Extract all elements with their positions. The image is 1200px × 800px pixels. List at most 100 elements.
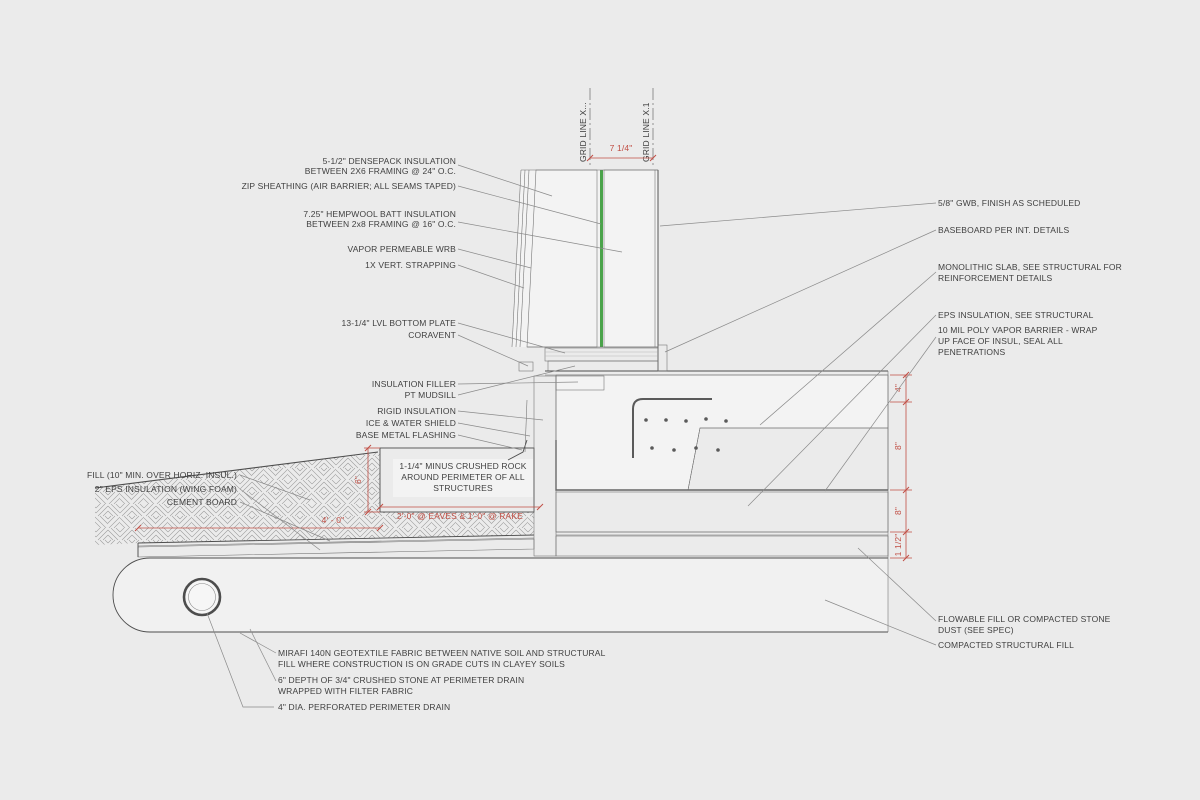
- crushed-rock-note-line2: AROUND PERIMETER OF ALL: [401, 472, 525, 482]
- wing-width-dim: 4' - 0": [322, 515, 345, 525]
- slab-rebar-bar: [632, 398, 712, 458]
- flowable-fill-layer: [555, 535, 889, 557]
- siding-face-line: [511, 169, 522, 348]
- dim-tick: [586, 154, 594, 162]
- pt-mudsill: [547, 360, 659, 372]
- label-zip-sheathing: ZIP SHEATHING (AIR BARRIER; ALL SEAMS TA…: [242, 181, 456, 191]
- leader-mirafi: [239, 632, 277, 654]
- label-vapor-line1: 10 MIL POLY VAPOR BARRIER - WRAP: [938, 325, 1098, 335]
- slab-underlay: [556, 375, 888, 490]
- dim-tick: [376, 503, 384, 511]
- leader-flowable: [857, 547, 937, 622]
- label-wing-eps: 2" EPS INSULATION (WING FOAM): [95, 484, 237, 494]
- baseboard-block: [657, 344, 668, 372]
- leader-eps: [747, 314, 937, 507]
- grade-line: [94, 451, 379, 489]
- base-layer-dim: 1 1/2": [893, 534, 903, 557]
- strapping-line: [515, 169, 526, 348]
- stone-band-underlay: [113, 558, 888, 632]
- right-dim-ticks: [902, 371, 910, 562]
- zip-sheathing-green-line: [600, 170, 603, 347]
- leader-flashing: [457, 434, 523, 451]
- leader-fill: [239, 474, 311, 501]
- lvl-bottom-plate: [544, 347, 659, 362]
- perimeter-drain-pipe: [182, 577, 222, 617]
- label-structural-fill: COMPACTED STRUCTURAL FILL: [938, 640, 1074, 650]
- label-insulation-filler: INSULATION FILLER: [372, 379, 456, 389]
- label-cement-board: CEMENT BOARD: [167, 497, 237, 507]
- insulation-filler-region: [555, 375, 605, 391]
- leader-lines: [206, 164, 937, 708]
- leader-stone: [249, 628, 277, 682]
- sub-slab-rock-region: [687, 427, 889, 491]
- rock-depth-dim: 6": [353, 476, 363, 484]
- leader-drain: [206, 612, 274, 708]
- eps-depth-dim: 8": [893, 507, 903, 515]
- dim-tick: [376, 524, 384, 532]
- label-hempwool-line2: BETWEEN 2x8 FRAMING @ 16" O.C.: [306, 219, 456, 229]
- leader-ice-water: [457, 422, 531, 437]
- cement-board-underside: [137, 537, 535, 547]
- leader-lvl: [457, 322, 566, 354]
- label-ice-water-shield: ICE & WATER SHIELD: [366, 418, 456, 428]
- wrb-line: [519, 169, 530, 348]
- label-densepack-line1: 5-1/2" DENSEPACK INSULATION: [323, 156, 456, 166]
- leader-rigid: [457, 410, 544, 421]
- leader-slab: [759, 271, 937, 426]
- label-base-metal-flashing: BASE METAL FLASHING: [356, 430, 456, 440]
- crushed-stone-band: [112, 557, 888, 633]
- leader-mudsill: [457, 365, 576, 396]
- label-lvl-plate: 13-1/4" LVL BOTTOM PLATE: [342, 318, 457, 328]
- label-stone-line2: WRAPPED WITH FILTER FABRIC: [278, 686, 413, 696]
- leader-filler: [457, 381, 579, 385]
- label-mirafi-line1: MIRAFI 140N GEOTEXTILE FABRIC BETWEEN NA…: [278, 648, 606, 658]
- cement-board-layer: [137, 534, 535, 544]
- dim-tick: [134, 524, 142, 532]
- eave-rake-dim: 2'-0" @ EAVES & 1'-0" @ RAKE: [397, 511, 523, 521]
- leader-coravent: [457, 334, 529, 367]
- grid-line-x-label: GRID LINE X...: [578, 102, 588, 162]
- label-eps-insulation: EPS INSULATION, SEE STRUCTURAL: [938, 310, 1094, 320]
- label-gwb: 5/8" GWB, FINISH AS SCHEDULED: [938, 198, 1080, 208]
- label-strapping: 1X VERT. STRAPPING: [365, 260, 456, 270]
- base-metal-flashing-line: [507, 439, 528, 461]
- earth-fill-region: [95, 448, 534, 545]
- label-flowable-line1: FLOWABLE FILL OR COMPACTED STONE: [938, 614, 1111, 624]
- label-densepack-line2: BETWEEN 2X6 FRAMING @ 24" O.C.: [305, 166, 456, 176]
- leader-struct-fill: [824, 599, 937, 646]
- label-baseboard: BASEBOARD PER INT. DETAILS: [938, 225, 1069, 235]
- right-dim-ext-lines: [890, 374, 912, 559]
- leader-densepack: [457, 164, 553, 197]
- leader-zip: [457, 185, 602, 225]
- grid-spacing-dim: 7 1/4": [610, 143, 633, 153]
- label-slab-line1: MONOLITHIC SLAB, SEE STRUCTURAL FOR: [938, 262, 1122, 272]
- perimeter-drain-inner-wall: [188, 583, 216, 611]
- label-pt-mudsill: PT MUDSILL: [405, 390, 457, 400]
- grid-line-x1-label: GRID LINE X.1: [641, 102, 651, 162]
- label-coravent: CORAVENT: [408, 330, 456, 340]
- label-mirafi-line2: FILL WHERE CONSTRUCTION IS ON GRADE CUTS…: [278, 659, 565, 669]
- label-slab-line2: REINFORCEMENT DETAILS: [938, 273, 1052, 283]
- crushed-rock-note-line1: 1-1/4" MINUS CRUSHED ROCK: [399, 461, 526, 471]
- slab-edge-dim: 4": [893, 384, 903, 392]
- leader-baseboard: [664, 229, 937, 353]
- label-fill-note: FILL (10" MIN. OVER HORIZ. INSUL.): [87, 470, 237, 480]
- label-rigid-insulation: RIGID INSULATION: [377, 406, 456, 416]
- leader-wrb: [457, 248, 532, 269]
- label-hempwool-line1: 7.25" HEMPWOOL BATT INSULATION: [303, 209, 456, 219]
- coravent-strip: [518, 361, 534, 372]
- wall-underlay: [512, 170, 658, 347]
- slab-rebar-sections: [644, 417, 728, 452]
- eps-insulation-under-slab: [555, 491, 889, 533]
- leader-gwb: [659, 202, 937, 227]
- leader-hempwool: [457, 221, 623, 253]
- dim-tick: [649, 154, 657, 162]
- ice-water-shield-line: [524, 399, 528, 453]
- label-vapor-line2: UP FACE OF INSUL, SEAL ALL: [938, 336, 1063, 346]
- rigid-insulation-vertical: [533, 375, 557, 557]
- crushed-rock-note-line3: STRUCTURES: [433, 483, 493, 493]
- leader-strapping: [457, 264, 525, 289]
- label-flowable-line2: DUST (SEE SPEC): [938, 625, 1014, 635]
